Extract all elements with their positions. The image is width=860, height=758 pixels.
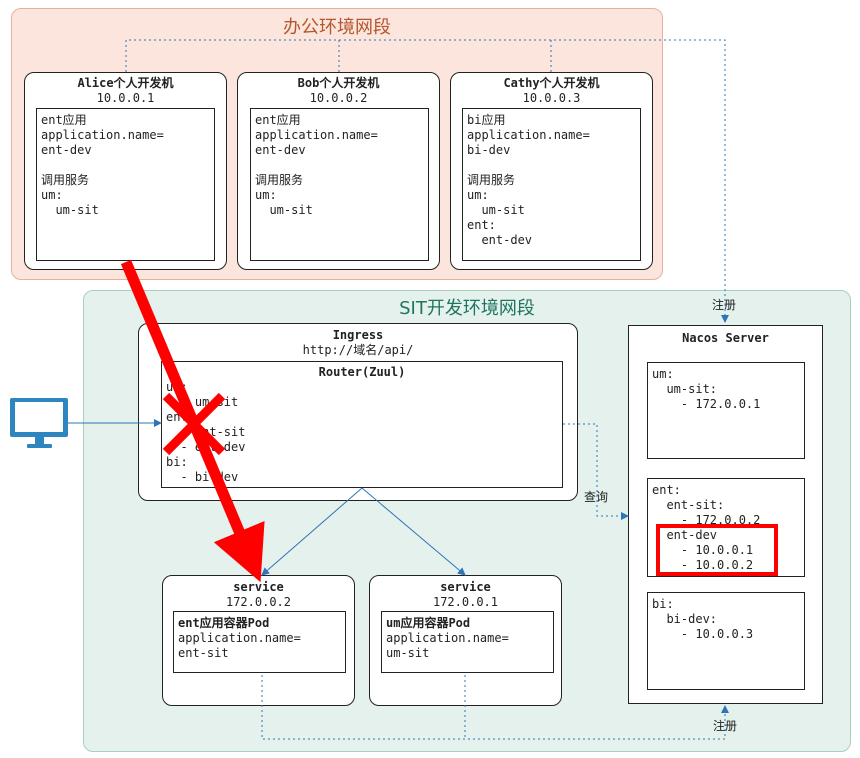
machine-name: Bob个人开发机 (297, 76, 380, 90)
cathy-app-config: bi应用 application.name= bi-dev 调用服务 um: u… (462, 108, 641, 261)
register-line-top (125, 39, 729, 323)
machine-ip: 10.0.0.1 (96, 91, 155, 105)
um-pod: um应用容器Pod application.name= um-sit (381, 611, 554, 673)
nacos-registry-um: um: um-sit: - 172.0.0.1 (647, 362, 805, 459)
config-text: ent应用 application.name= ent-dev 调用服务 um:… (41, 113, 164, 217)
machine-name: Alice个人开发机 (77, 76, 174, 90)
service-ip: 172.0.0.1 (432, 595, 499, 609)
machine-ip: 10.0.0.3 (522, 91, 581, 105)
office-zone-title: 办公环境网段 (283, 17, 391, 38)
service-title: service (233, 580, 284, 594)
pod-config: application.name= um-sit (386, 631, 509, 660)
pod-title: ent应用容器Pod (178, 616, 270, 630)
nacos-title: Nacos Server (682, 331, 769, 345)
red-blocked-path-arrow (120, 259, 265, 583)
machine-ip: 10.0.0.2 (309, 91, 368, 105)
pod-config: application.name= ent-sit (178, 631, 301, 660)
desktop-monitor-icon (10, 398, 68, 448)
ent-dev-highlight (656, 524, 778, 576)
query-line (563, 423, 629, 520)
machine-name: Cathy个人开发机 (503, 76, 600, 90)
registry-text: um: um-sit: - 172.0.0.1 (652, 367, 761, 411)
registry-text: ent: ent-sit: - 172.0.0.2 ent-dev - 10.0… (652, 483, 761, 572)
ingress-url: http://域名/api/ (302, 343, 414, 357)
query-label: 查询 (584, 490, 609, 504)
router-to-um-service-line (361, 487, 466, 576)
config-text: bi应用 application.name= bi-dev 调用服务 um: u… (467, 113, 590, 247)
red-cross-icon (162, 392, 226, 456)
pod-title: um应用容器Pod (386, 616, 471, 630)
register-label-top: 注册 (712, 298, 737, 312)
service-ip: 172.0.0.2 (225, 595, 292, 609)
service-title: service (440, 580, 491, 594)
registry-text: bi: bi-dev: - 10.0.0.3 (652, 597, 754, 641)
bob-app-config: ent应用 application.name= ent-dev 调用服务 um:… (250, 108, 429, 261)
router-to-ent-service-line (261, 487, 363, 576)
nacos-registry-bi: bi: bi-dev: - 10.0.0.3 (647, 592, 805, 690)
register-line-bottom (261, 675, 729, 740)
ent-pod: ent应用容器Pod application.name= ent-sit (173, 611, 346, 673)
config-text: ent应用 application.name= ent-dev 调用服务 um:… (255, 113, 378, 217)
alice-app-config: ent应用 application.name= ent-dev 调用服务 um:… (36, 108, 215, 261)
router-title: Router(Zuul) (318, 365, 406, 379)
sit-zone-title: SIT开发环境网段 (399, 298, 535, 319)
ingress-title: Ingress (332, 328, 384, 342)
